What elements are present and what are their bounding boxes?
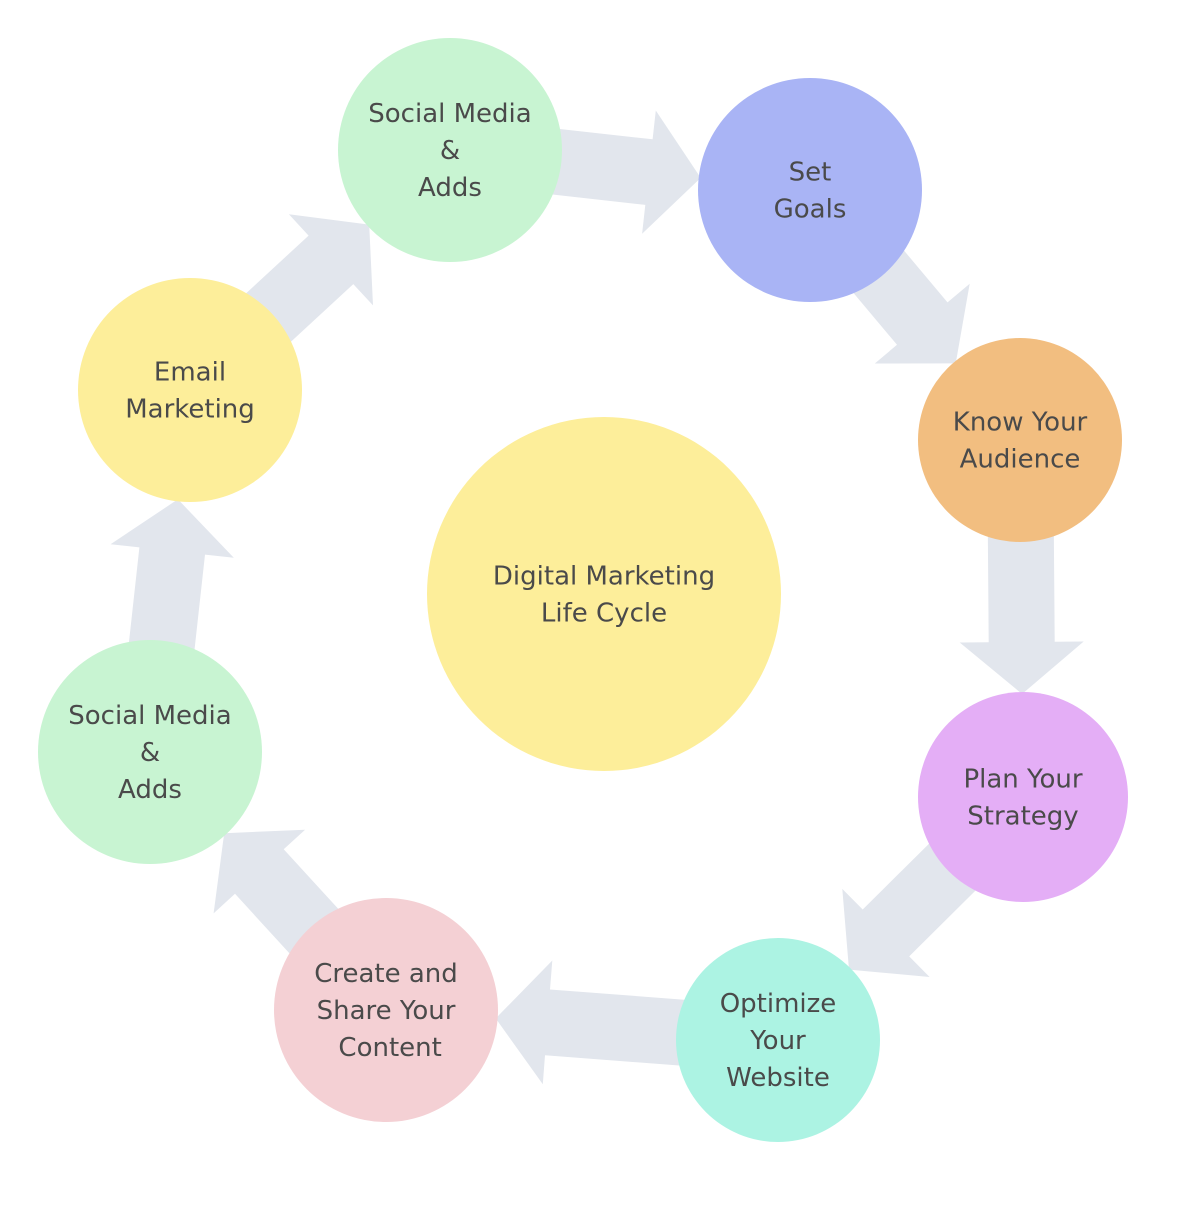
node-label-plan-your-strategy-line: Plan Your [963,765,1082,795]
node-label-social-media-adds-left-line: Social Media [68,701,231,731]
node-circle-optimize-your-website [676,938,880,1142]
node-label-optimize-your-website-line: Your [749,1026,806,1056]
node-circle-set-goals [698,78,922,302]
node-label-create-and-share-your-content-line: Share Your [317,996,456,1026]
node-label-set-goals-line: Set [789,158,832,188]
node-circle-create-and-share-your-content [274,898,498,1122]
node-label-optimize-your-website-line: Optimize [720,989,837,1019]
node-circle-know-your-audience [918,338,1122,542]
node-label-social-media-adds-top: Social Media & Adds [368,99,531,203]
node-label-social-media-adds-top-line: & [440,136,460,166]
arrow-know-your-audience-to-plan-your-strategy [959,529,1084,694]
node-label-set-goals-line: Goals [774,195,847,225]
node-label-know-your-audience-line: Audience [960,445,1081,475]
node-social-media-adds-top: Social Media & Adds [338,38,562,262]
arrow-social-media-adds-left-to-email-marketing [110,499,234,657]
node-label-plan-your-strategy-line: Strategy [967,802,1078,832]
node-label-create-and-share-your-content-line: Create and [314,959,458,989]
center-label-line: Digital Marketing [493,562,715,592]
node-label-social-media-adds-top-line: Adds [418,173,482,203]
node-social-media-adds-left: Social Media & Adds [38,640,262,864]
node-label-email-marketing-line: Email [154,358,226,388]
node-circle-social-media-adds-top [338,38,562,262]
node-label-social-media-adds-top-line: Social Media [368,99,531,129]
node-label-social-media-adds-left: Social Media & Adds [68,701,231,805]
cycle-arrows [110,110,1084,1085]
center-circle [427,417,781,771]
node-circle-social-media-adds-left [38,640,262,864]
node-label-email-marketing-line: Marketing [125,395,255,425]
node-label-social-media-adds-left-line: & [140,738,160,768]
center-label-line: Life Cycle [541,599,667,629]
node-label-create-and-share-your-content-line: Content [330,1033,442,1063]
node-label-know-your-audience-line: Know Your [953,408,1088,438]
arrow-optimize-your-website-to-create-and-share-your-content [495,960,691,1085]
arrow-plan-your-strategy-to-optimize-your-website [842,839,981,977]
arrow-create-and-share-your-content-to-social-media-adds-left [213,829,343,959]
arrow-social-media-adds-top-to-set-goals [545,110,701,234]
node-circle-plan-your-strategy [918,692,1128,902]
arrow-email-marketing-to-social-media-adds-top [241,214,373,347]
node-label-social-media-adds-left-line: Adds [118,775,182,805]
node-label-optimize-your-website-line: Website [726,1063,830,1093]
node-circle-email-marketing [78,278,302,502]
